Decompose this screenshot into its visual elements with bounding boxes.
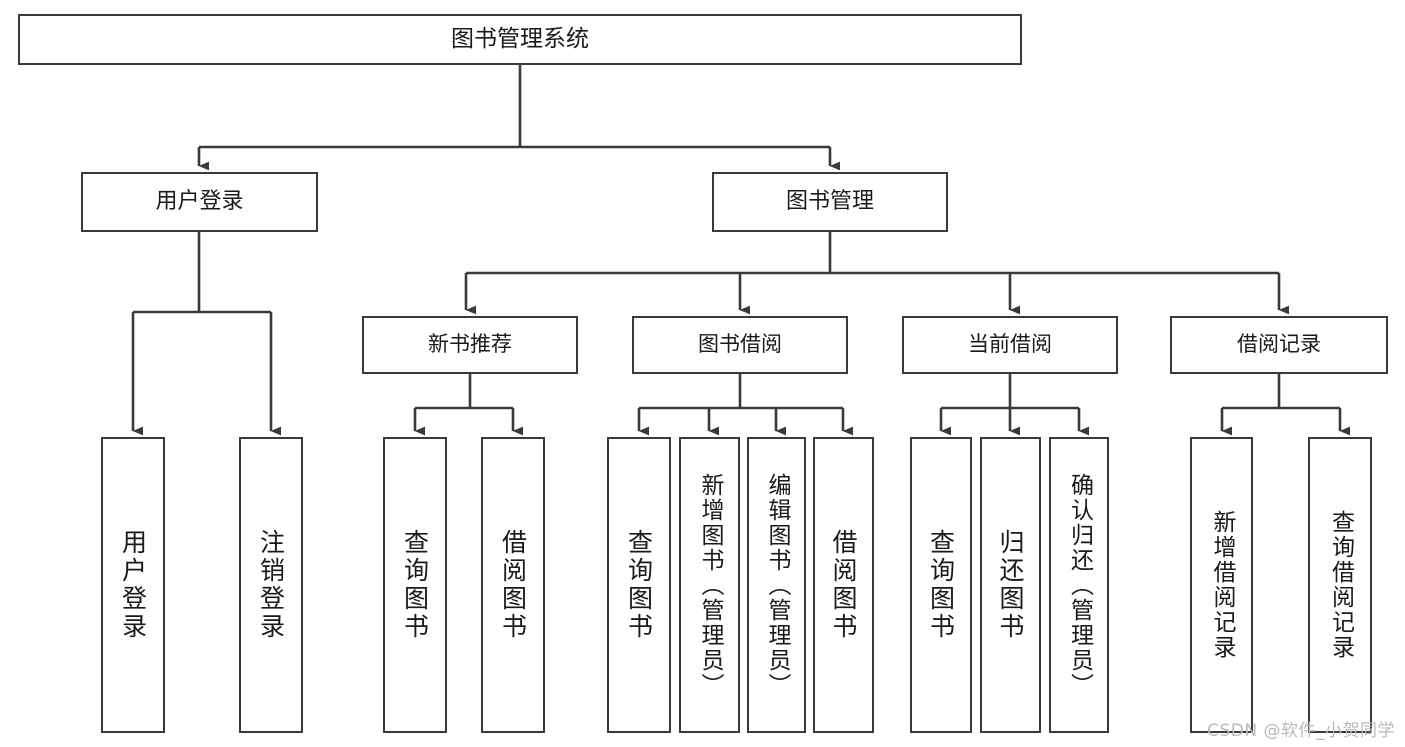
node-label: 新书推荐 — [428, 332, 512, 357]
node-label: 图书管理系统 — [451, 26, 589, 53]
node-label: 查询图书 — [624, 529, 654, 641]
leaf-user-login-login[interactable]: 用户登录 — [101, 437, 165, 733]
node-label: 用户登录 — [118, 529, 148, 641]
node-label: 查询借阅记录 — [1327, 510, 1354, 660]
node-label: 借阅图书 — [498, 529, 528, 641]
node-label: 确认归还（管理员） — [1066, 472, 1093, 698]
node-label: 借阅图书 — [829, 529, 858, 641]
leaf-new-book-query-books[interactable]: 查询图书 — [383, 437, 447, 733]
node-label: 新增借阅记录 — [1209, 510, 1235, 660]
node-label: 查询图书 — [926, 529, 956, 641]
leaf-book-borrow-borrow-books[interactable]: 借阅图书 — [813, 437, 874, 733]
node-user-login[interactable]: 用户登录 — [81, 172, 318, 232]
node-label: 用户登录 — [155, 189, 244, 215]
leaf-records-query-borrow-record[interactable]: 查询借阅记录 — [1308, 437, 1372, 733]
node-label: 归还图书 — [996, 529, 1025, 641]
leaf-current-borrow-confirm-return-admin[interactable]: 确认归还（管理员） — [1049, 437, 1109, 733]
node-label: 注销登录 — [256, 529, 286, 641]
leaf-book-borrow-add-book-admin[interactable]: 新增图书（管理员） — [679, 437, 740, 733]
leaf-user-login-logout[interactable]: 注销登录 — [239, 437, 303, 733]
node-book-management[interactable]: 图书管理 — [712, 172, 948, 232]
node-label: 借阅记录 — [1237, 332, 1321, 357]
leaf-current-borrow-return-books[interactable]: 归还图书 — [980, 437, 1041, 733]
leaf-new-book-borrow-books[interactable]: 借阅图书 — [481, 437, 545, 733]
node-label: 查询图书 — [400, 529, 430, 641]
csdn-watermark: CSDN @软件_小贺同学 — [1207, 721, 1395, 741]
leaf-current-borrow-query-books[interactable]: 查询图书 — [910, 437, 972, 733]
node-label: 图书借阅 — [698, 332, 782, 357]
leaf-records-add-borrow-record[interactable]: 新增借阅记录 — [1190, 437, 1253, 733]
node-label: 编辑图书（管理员） — [764, 472, 790, 698]
node-borrowing-records[interactable]: 借阅记录 — [1170, 316, 1388, 374]
node-label: 新增图书（管理员） — [697, 472, 723, 698]
node-book-borrowing[interactable]: 图书借阅 — [632, 316, 848, 374]
node-root-library-system[interactable]: 图书管理系统 — [18, 14, 1022, 65]
leaf-book-borrow-edit-book-admin[interactable]: 编辑图书（管理员） — [747, 437, 806, 733]
node-current-borrowing[interactable]: 当前借阅 — [902, 316, 1118, 374]
node-label: 当前借阅 — [968, 332, 1052, 357]
leaf-book-borrow-query-books[interactable]: 查询图书 — [607, 437, 671, 733]
node-label: 图书管理 — [785, 189, 874, 215]
node-new-book-recommendation[interactable]: 新书推荐 — [362, 316, 578, 374]
